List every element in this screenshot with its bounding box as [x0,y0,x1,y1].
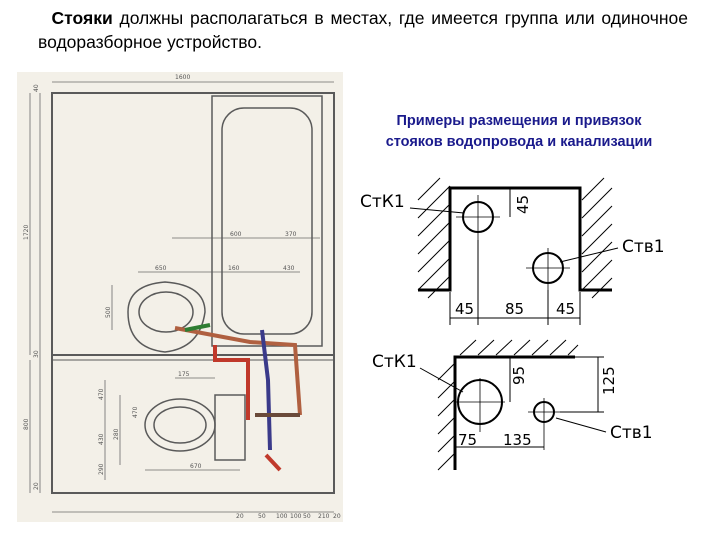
caption-line-1: Примеры размещения и привязок [396,113,642,129]
scheme1-dim-bottom-3: 45 [556,300,575,318]
scheme2-label-v: Ств1 [610,423,653,443]
scheme1-label-v: Ств1 [622,237,665,257]
caption-line-2: стояков водопровода и канализации [385,134,653,150]
dim-500: 500 [105,306,112,318]
dim-top-width: 1600 [175,74,190,81]
riser-scheme-1 [409,177,619,325]
dim-bottom-2: 50 [258,513,266,520]
scheme2-hatch-top [459,339,579,356]
dim-left-upper: 1720 [23,225,30,240]
dim-430: 430 [283,265,295,272]
scheme1-leader-k [409,207,465,214]
washbasin [127,281,206,353]
bathtub [211,95,323,347]
plan-paper [17,72,343,522]
plan-pipes [174,323,302,472]
dim-left-small-3: 20 [33,482,40,490]
dim-430b: 430 [98,433,105,445]
scheme2-dim-bottom-2: 135 [503,431,532,449]
dim-bottom-7: 20 [333,513,341,520]
intro-text: должны располагаться в местах, где имеет… [38,8,688,52]
plan-walls [51,92,335,494]
scheme1-labels: СтК1 Ств1 45 45 85 45 [360,192,665,318]
dim-600: 600 [230,231,242,238]
scheme2-hatch-left [437,363,455,471]
scheme1-leader-v [559,247,619,263]
scheme2-dim-bottom-1: 75 [458,431,477,449]
plan-dimension-texts: 1600 1720 800 40 30 20 600 370 650 160 4… [23,74,341,520]
dim-bottom-6: 210 [318,513,330,520]
riser-scheme-2 [419,339,607,471]
scheme1-dim-bottom-1: 45 [455,300,474,318]
dim-160: 160 [228,265,240,272]
toilet [144,394,246,461]
scheme1-dim-top: 45 [514,195,532,214]
intro-paragraph: Стояки должны располагаться в местах, гд… [38,6,688,54]
dim-670: 670 [190,463,202,470]
scheme2-corner-outline [453,355,575,470]
scheme2-label-k: СтК1 [372,352,417,372]
scheme1-hatch-right [581,177,613,299]
bathroom-floor-plan: 1600 1720 800 40 30 20 600 370 650 160 4… [17,72,343,522]
examples-caption: Примеры размещения и привязок стояков во… [338,111,700,153]
dim-175: 175 [178,371,190,378]
dim-470: 470 [98,388,105,400]
scheme2-leader-v [555,417,607,433]
dim-650: 650 [155,265,167,272]
dim-290: 290 [98,463,105,475]
dim-left-small-2: 30 [33,350,40,358]
scheme2-dim-125: 125 [600,366,618,395]
dim-bottom-1: 20 [236,513,244,520]
scheme2-dim-95: 95 [510,366,528,385]
dim-bottom-5: 50 [303,513,311,520]
intro-bold-term: Стояки [51,8,113,28]
dim-470b: 470 [132,406,139,418]
dim-bottom-4: 100 [290,513,302,520]
plan-dim-lines [29,81,334,513]
dim-bottom-3: 100 [276,513,288,520]
dim-280: 280 [113,428,120,440]
dim-left-lower: 800 [23,418,30,430]
scheme1-label-k: СтК1 [360,192,405,212]
scheme1-hatch-left [417,177,451,299]
scheme2-leader-k [419,367,464,393]
scheme1-dim-bottom-2: 85 [505,300,524,318]
dim-370: 370 [285,231,297,238]
scheme2-labels: СтК1 Ств1 95 125 75 135 [372,352,653,449]
dim-left-small-1: 40 [33,84,40,92]
scheme1-niche-outline [418,186,612,292]
